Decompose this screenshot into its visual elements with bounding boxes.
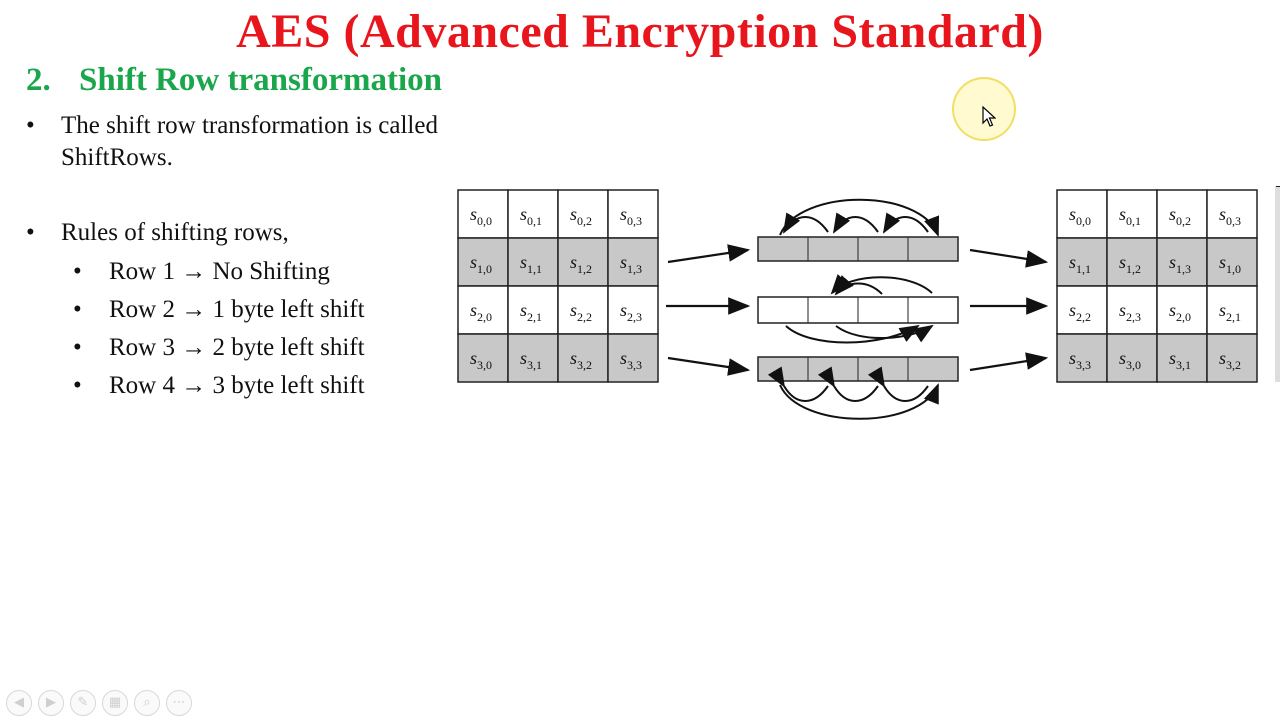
state-cell bbox=[1156, 189, 1208, 239]
state-cell bbox=[1056, 237, 1108, 287]
section-title: Shift Row transformation bbox=[79, 62, 442, 98]
rotation-arrows-row2 bbox=[785, 274, 934, 344]
shift-strip-row3 bbox=[757, 356, 959, 382]
state-cell-label: s0,3 bbox=[620, 204, 642, 228]
rotation-arrows-row3 bbox=[767, 366, 939, 420]
state-cell bbox=[507, 333, 559, 383]
sub-bullet-dot: • bbox=[73, 258, 82, 285]
state-cell-label: s3,0 bbox=[1119, 348, 1141, 372]
slides-icon[interactable]: ▦ bbox=[102, 690, 128, 716]
state-cell bbox=[557, 189, 609, 239]
state-cell-label: s3,2 bbox=[1219, 348, 1241, 372]
state-cell-label: s3,3 bbox=[1069, 348, 1091, 372]
mouse-cursor-icon bbox=[982, 106, 996, 127]
state-cell bbox=[607, 237, 659, 287]
sub-bullet-dot: • bbox=[73, 372, 82, 399]
state-cell bbox=[1056, 333, 1108, 383]
bullet-dot: • bbox=[26, 219, 35, 246]
rotation-arrows-row1 bbox=[779, 198, 939, 237]
sub-bullet-dot: • bbox=[73, 296, 82, 323]
rule-text: Row 4 → 3 byte left shift bbox=[109, 372, 365, 399]
state-cell-label: s0,1 bbox=[520, 204, 542, 228]
bullet-shiftrows: • The shift row transformation is called… bbox=[26, 110, 438, 174]
output-state-matrix: s0,0 s0,1 s0,2 s0,3 s1,1 s1,2 s1,3 s1,0 s2,2 s2,3… bbox=[1056, 189, 1258, 383]
bullet-text-line1: The shift row transformation is called bbox=[61, 112, 438, 139]
state-cell bbox=[457, 333, 509, 383]
state-cell bbox=[1106, 333, 1158, 383]
presentation-toolbar: ◀ ▶ ✎ ▦ ⌕ ⋯ bbox=[6, 690, 192, 716]
more-icon[interactable]: ⋯ bbox=[166, 690, 192, 716]
state-cell-label: s3,1 bbox=[1169, 348, 1191, 372]
sub-bullet-dot: • bbox=[73, 334, 82, 361]
state-cell-label: s2,2 bbox=[570, 300, 592, 324]
shiftrows-diagram: s0,0 s0,1 s0,2 s0,3 s1,0 s1,1 s1,2 s1,3 s2,0 s2,1… bbox=[457, 189, 1258, 420]
shift-strip-row1 bbox=[757, 236, 959, 262]
state-cell bbox=[507, 285, 559, 335]
input-state-matrix: s0,0 s0,1 s0,2 s0,3 s1,0 s1,1 s1,2 s1,3 s2,0 s2,1… bbox=[457, 189, 659, 383]
state-cell-label: s2,3 bbox=[620, 300, 642, 324]
state-cell-label: s1,3 bbox=[1169, 252, 1191, 276]
flow-arrows bbox=[666, 244, 1049, 376]
state-cell bbox=[607, 285, 659, 335]
state-cell bbox=[557, 237, 609, 287]
state-cell-label: s1,0 bbox=[1219, 252, 1241, 276]
rule-row-4: • Row 4 → 3 byte left shift bbox=[73, 370, 365, 402]
state-cell bbox=[557, 333, 609, 383]
pen-icon[interactable]: ✎ bbox=[70, 690, 96, 716]
rule-row-2: • Row 2 → 1 byte left shift bbox=[73, 294, 365, 326]
state-cell-label: s0,3 bbox=[1219, 204, 1241, 228]
state-cell-label: s1,1 bbox=[1069, 252, 1091, 276]
state-cell bbox=[1206, 285, 1258, 335]
section-number: 2. bbox=[26, 62, 51, 98]
state-cell bbox=[1206, 333, 1258, 383]
slide-title: AES (Advanced Encryption Standard) bbox=[236, 5, 1044, 58]
state-cell bbox=[1106, 285, 1158, 335]
state-cell bbox=[607, 333, 659, 383]
state-cell-label: s2,1 bbox=[520, 300, 542, 324]
rule-text: Row 3 → 2 byte left shift bbox=[109, 334, 365, 361]
rule-text: Row 1 → No Shifting bbox=[109, 258, 330, 285]
zoom-icon[interactable]: ⌕ bbox=[134, 690, 160, 716]
state-cell-label: s0,0 bbox=[470, 204, 492, 228]
state-cell-label: s1,2 bbox=[1119, 252, 1141, 276]
state-cell bbox=[507, 237, 559, 287]
state-cell-label: s0,0 bbox=[1069, 204, 1091, 228]
state-cell-label: s0,1 bbox=[1119, 204, 1141, 228]
state-cell-label: s2,3 bbox=[1119, 300, 1141, 324]
section-heading: 2. Shift Row transformation bbox=[26, 62, 442, 99]
state-cell bbox=[1056, 285, 1108, 335]
state-cell bbox=[457, 285, 509, 335]
rule-row-1: • Row 1 → No Shifting bbox=[73, 256, 330, 288]
state-cell-label: s0,2 bbox=[570, 204, 592, 228]
state-cell-label: s2,0 bbox=[1169, 300, 1191, 324]
bullet-dot: • bbox=[26, 112, 35, 139]
state-cell bbox=[457, 189, 509, 239]
state-cell bbox=[557, 285, 609, 335]
state-cell bbox=[1156, 333, 1208, 383]
state-cell bbox=[1206, 189, 1258, 239]
state-cell-label: s1,3 bbox=[620, 252, 642, 276]
state-cell-label: s3,0 bbox=[470, 348, 492, 372]
state-cell-label: s1,0 bbox=[470, 252, 492, 276]
state-cell-label: s1,2 bbox=[570, 252, 592, 276]
cropped-matrix-fragment bbox=[1275, 186, 1280, 382]
rule-row-3: • Row 3 → 2 byte left shift bbox=[73, 332, 365, 364]
state-cell-label: s2,2 bbox=[1069, 300, 1091, 324]
state-cell-label: s1,1 bbox=[520, 252, 542, 276]
state-cell bbox=[1206, 237, 1258, 287]
prev-icon[interactable]: ◀ bbox=[6, 690, 32, 716]
bullet-text-line2: ShiftRows. bbox=[61, 144, 173, 171]
state-cell bbox=[1056, 189, 1108, 239]
bullet-text: Rules of shifting rows, bbox=[61, 219, 289, 246]
state-cell-label: s3,3 bbox=[620, 348, 642, 372]
state-cell-label: s2,0 bbox=[470, 300, 492, 324]
state-cell-label: s3,2 bbox=[570, 348, 592, 372]
rule-text: Row 2 → 1 byte left shift bbox=[109, 296, 365, 323]
bullet-rules: • Rules of shifting rows, bbox=[26, 217, 289, 249]
state-cell-label: s2,1 bbox=[1219, 300, 1241, 324]
state-cell-label: s0,2 bbox=[1169, 204, 1191, 228]
shift-strip-row2 bbox=[757, 296, 959, 324]
next-icon[interactable]: ▶ bbox=[38, 690, 64, 716]
state-cell-label: s3,1 bbox=[520, 348, 542, 372]
